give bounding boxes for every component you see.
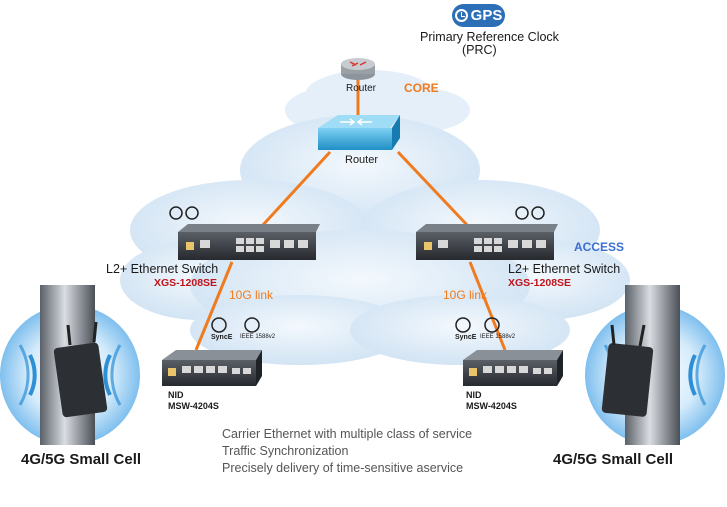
left-nid-model: MSW-4204S (168, 401, 219, 411)
left-nid-name: NID (168, 390, 184, 400)
left-10g-link-label: 10G link (229, 288, 274, 302)
ieee-1588-icon (185, 206, 545, 333)
left-synce-label: SyncE (211, 334, 233, 341)
core-label: CORE (404, 81, 439, 95)
left-nid-device (162, 350, 262, 386)
right-switch-model: XGS-1208SE (508, 277, 572, 289)
top-router-label: Router (346, 83, 377, 94)
core-router-label: Router (345, 154, 379, 166)
right-switch-label: L2+ Ethernet Switch (508, 262, 621, 276)
right-synce-label: SyncE (455, 334, 477, 341)
left-small-cell-label: 4G/5G Small Cell (21, 451, 142, 468)
gps-badge-label: GPS (470, 7, 503, 24)
right-nid-device (463, 350, 563, 386)
top-router (341, 58, 375, 80)
right-10g-link-label: 10G link (443, 288, 488, 302)
synce-icon (169, 206, 529, 333)
right-ieee-label: IEEE 1588v2 (480, 334, 516, 340)
feature-list: Carrier Ethernet with multiple class of … (222, 426, 472, 477)
right-nid-name: NID (466, 390, 482, 400)
right-small-cell-label: 4G/5G Small Cell (553, 451, 674, 468)
feature-item: Traffic Synchronization (222, 444, 349, 458)
feature-item: Precisely delivery of time-sensitive ase… (222, 461, 464, 475)
prc-title-line1: Primary Reference Clock (420, 30, 559, 44)
left-switch-label: L2+ Ethernet Switch (106, 262, 219, 276)
right-radio-unit (601, 324, 654, 417)
clock-icon (454, 9, 468, 22)
links (194, 80, 507, 351)
left-radio-unit (53, 321, 108, 418)
right-l2-switch-device (416, 224, 558, 260)
feature-item: Carrier Ethernet with multiple class of … (222, 427, 473, 441)
prc-title-line2: (PRC) (462, 43, 497, 57)
right-nid-model: MSW-4204S (466, 401, 517, 411)
gps-badge: GPS (452, 4, 505, 27)
core-router (318, 115, 400, 150)
access-label: ACCESS (574, 240, 625, 254)
left-ieee-label: IEEE 1588v2 (240, 334, 276, 340)
left-l2-switch-device (178, 224, 320, 260)
left-switch-model: XGS-1208SE (154, 277, 218, 289)
